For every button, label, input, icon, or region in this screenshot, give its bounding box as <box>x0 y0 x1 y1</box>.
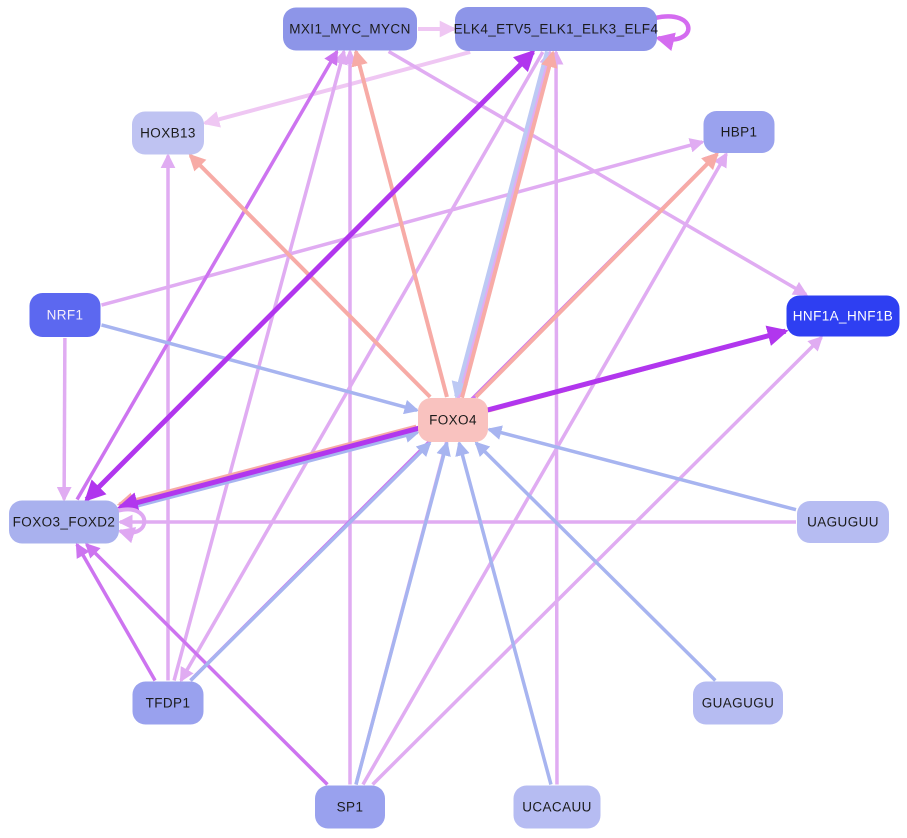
node-shape-HBP1[interactable] <box>703 111 775 153</box>
node-MXI1[interactable]: MXI1_MYC_MYCN <box>283 7 417 51</box>
node-shape-NRF1[interactable] <box>29 293 101 337</box>
node-shape-FOXO4[interactable] <box>418 398 488 442</box>
node-HNF1A[interactable]: HNF1A_HNF1B <box>786 295 900 337</box>
node-shape-SP1[interactable] <box>315 785 385 829</box>
node-label-HBP1: HBP1 <box>721 125 758 140</box>
node-shape-UCACAUU[interactable] <box>513 785 601 829</box>
node-label-GUAGUGU: GUAGUGU <box>702 696 775 711</box>
node-shape-MXI1[interactable] <box>283 7 417 51</box>
edge-TFDP1-FOXO3[interactable] <box>75 542 157 682</box>
node-TFDP1[interactable]: TFDP1 <box>132 681 204 725</box>
edge-ELK4-HOXB13[interactable] <box>202 50 471 128</box>
edge-UCACAUU-FOXO4[interactable] <box>455 440 553 785</box>
node-label-FOXO3: FOXO3_FOXD2 <box>13 515 116 530</box>
node-UAGUGUU[interactable]: UAGUGUU <box>797 501 889 543</box>
node-label-TFDP1: TFDP1 <box>146 696 191 711</box>
node-HBP1[interactable]: HBP1 <box>703 111 775 153</box>
node-label-HNF1A: HNF1A_HNF1B <box>793 309 893 324</box>
node-GUAGUGU[interactable]: GUAGUGU <box>693 681 783 725</box>
node-shape-UAGUGUU[interactable] <box>797 501 889 543</box>
edge-UAGUGUU-FOXO4[interactable] <box>486 425 797 512</box>
edge-SP1-HBP1[interactable] <box>361 152 728 786</box>
node-UCACAUU[interactable]: UCACAUU <box>513 785 601 829</box>
node-shape-GUAGUGU[interactable] <box>693 681 783 725</box>
edge-ELK4-TFDP1[interactable] <box>179 51 545 683</box>
node-label-NRF1: NRF1 <box>47 308 84 323</box>
edge-FOXO4-MXI1[interactable] <box>351 49 449 398</box>
node-label-SP1: SP1 <box>337 800 364 815</box>
edge-MXI1-HNF1A[interactable] <box>387 49 808 297</box>
node-label-UAGUGUU: UAGUGUU <box>807 515 879 530</box>
edge-FOXO4-ELK4[interactable] <box>460 50 558 399</box>
node-SP1[interactable]: SP1 <box>315 785 385 829</box>
node-layer: MXI1_MYC_MYCN ELK4_ETV5_ELK1_ELK3_ELF4HOX… <box>9 7 900 829</box>
edge-UCACAUU-ELK4[interactable] <box>548 49 564 785</box>
node-label-ELK4: ELK4_ETV5_ELK1_ELK3_ELF4 <box>454 22 659 37</box>
node-FOXO3[interactable]: FOXO3_FOXD2 <box>9 500 119 544</box>
node-label-MXI1: MXI1_MYC_MYCN <box>289 22 410 37</box>
node-ELK4[interactable]: ELK4_ETV5_ELK1_ELK3_ELF4 <box>454 7 659 51</box>
edge-ELK4-ELK4[interactable] <box>654 14 691 51</box>
node-label-UCACAUU: UCACAUU <box>522 800 592 815</box>
edge-FOXO3-MXI1[interactable] <box>75 49 339 501</box>
edge-SP1-FOXO4[interactable] <box>354 440 451 785</box>
node-shape-ELK4[interactable] <box>455 7 657 51</box>
node-shape-FOXO3[interactable] <box>9 500 119 544</box>
node-label-HOXB13: HOXB13 <box>140 126 196 141</box>
edge-NRF1-FOXO3[interactable] <box>56 337 72 502</box>
node-shape-TFDP1[interactable] <box>132 681 204 725</box>
node-shape-HOXB13[interactable] <box>132 111 204 155</box>
node-NRF1[interactable]: NRF1 <box>29 293 101 337</box>
node-label-FOXO4: FOXO4 <box>429 413 477 428</box>
edge-ELK4-FOXO4[interactable] <box>451 50 549 399</box>
node-shape-HNF1A[interactable] <box>786 295 900 337</box>
node-FOXO4[interactable]: FOXO4 <box>418 398 488 442</box>
edge-FOXO3-FOXO3[interactable] <box>116 507 147 544</box>
node-HOXB13[interactable]: HOXB13 <box>132 111 204 155</box>
